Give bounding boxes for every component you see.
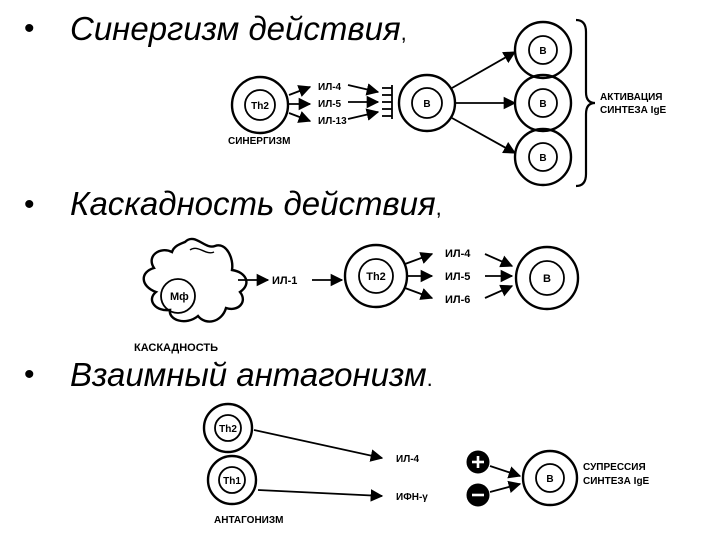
heading-antagonism-punct: . [426, 366, 433, 391]
antagonism-il4-label: ИЛ-4 [396, 454, 420, 465]
cascade-b-label: B [543, 273, 551, 285]
cascade-b-cell [514, 245, 580, 311]
synergism-arrow-il13-b [347, 108, 380, 121]
synergism-arrow-il13 [288, 111, 312, 123]
synergism-b-target-3 [513, 127, 573, 187]
synergism-b-target-1-label: B [539, 46, 546, 57]
cascade-il5-label: ИЛ-5 [445, 271, 470, 283]
bullet-marker-antagonism: • [24, 358, 35, 391]
antagonism-arrow-minus [489, 480, 522, 494]
antagonism-caption: АНТАГОНИЗМ [214, 515, 283, 526]
cascade-arrow-il4 [404, 252, 434, 265]
antagonism-th2-cell [202, 402, 254, 454]
heading-synergism-punct: , [400, 20, 407, 45]
antagonism-ifn-label: ИФН-γ [396, 492, 428, 503]
synergism-caption: СИНЕРГИЗМ [228, 136, 290, 147]
cascade-macrophage-cell [142, 237, 248, 323]
cascade-il1-label: ИЛ-1 [272, 275, 297, 287]
synergism-arrow-il4 [288, 85, 312, 97]
synergism-arrow-b3 [451, 117, 517, 154]
synergism-arrow-il4-b [347, 83, 380, 96]
heading-synergism: Синергизм действия, [70, 12, 407, 45]
antagonism-th1-label: Th1 [223, 476, 241, 487]
antagonism-arrow-ifn [257, 489, 384, 502]
antagonism-diagram [202, 402, 579, 507]
cascade-macrophage-label: Мф [170, 291, 189, 303]
cascade-arrow-il6 [404, 287, 434, 300]
synergism-th2-cell [230, 75, 290, 135]
synergism-result-line1: АКТИВАЦИЯ [600, 92, 663, 103]
synergism-b-target-1 [513, 20, 573, 80]
antagonism-th2-label: Th2 [219, 424, 237, 435]
cascade-diagram [142, 237, 580, 323]
synergism-b-target-2 [513, 73, 573, 133]
synergism-b-center-label: B [423, 99, 430, 110]
synergism-il13-label: ИЛ-13 [318, 116, 347, 127]
heading-cascade-punct: , [435, 195, 442, 220]
antagonism-th1-cell [206, 454, 258, 506]
heading-antagonism: Взаимный антагонизм. [70, 358, 433, 391]
antagonism-arrow-plus [489, 465, 522, 479]
cascade-arrow-il4-b [484, 253, 514, 268]
synergism-b-target-2-label: B [539, 99, 546, 110]
synergism-diagram: Th2 B [230, 18, 596, 188]
synergism-b-center-cell [397, 73, 457, 133]
cascade-macrophage-inner-edge [189, 247, 215, 254]
synergism-receptors [382, 85, 393, 119]
bullet-marker-cascade: • [24, 188, 35, 221]
cascade-il6-label: ИЛ-6 [445, 294, 470, 306]
antagonism-b-cell [521, 449, 579, 507]
synergism-il4-label: ИЛ-4 [318, 82, 342, 93]
antagonism-result-line2: СИНТЕЗА IgE [583, 476, 650, 487]
cascade-arrow-il6-b [484, 284, 514, 299]
antagonism-arrow-il4 [253, 429, 384, 462]
heading-cascade-text: Каскадность действия [70, 185, 436, 222]
cascade-il4-label: ИЛ-4 [445, 248, 471, 260]
antagonism-result-line1: СУПРЕССИЯ [583, 462, 646, 473]
heading-synergism-text: Синергизм действия [70, 10, 401, 47]
synergism-arrow-b1 [451, 51, 517, 89]
cascade-macrophage-nucleus [160, 278, 196, 314]
cascade-caption: КАСКАДНОСТЬ [134, 342, 218, 354]
synergism-il5-label: ИЛ-5 [318, 99, 342, 110]
synergism-result-line2: СИНТЕЗА IgE [600, 105, 667, 116]
synergism-b-target-3-label: B [539, 153, 546, 164]
antagonism-b-label: B [546, 474, 553, 485]
heading-cascade: Каскадность действия, [70, 187, 442, 220]
bullet-marker-synergism: • [24, 12, 35, 45]
synergism-th2-label: Th2 [251, 101, 269, 112]
synergism-brace [575, 18, 596, 188]
cascade-th2-label: Th2 [366, 271, 386, 283]
heading-antagonism-text: Взаимный антагонизм [70, 356, 427, 393]
